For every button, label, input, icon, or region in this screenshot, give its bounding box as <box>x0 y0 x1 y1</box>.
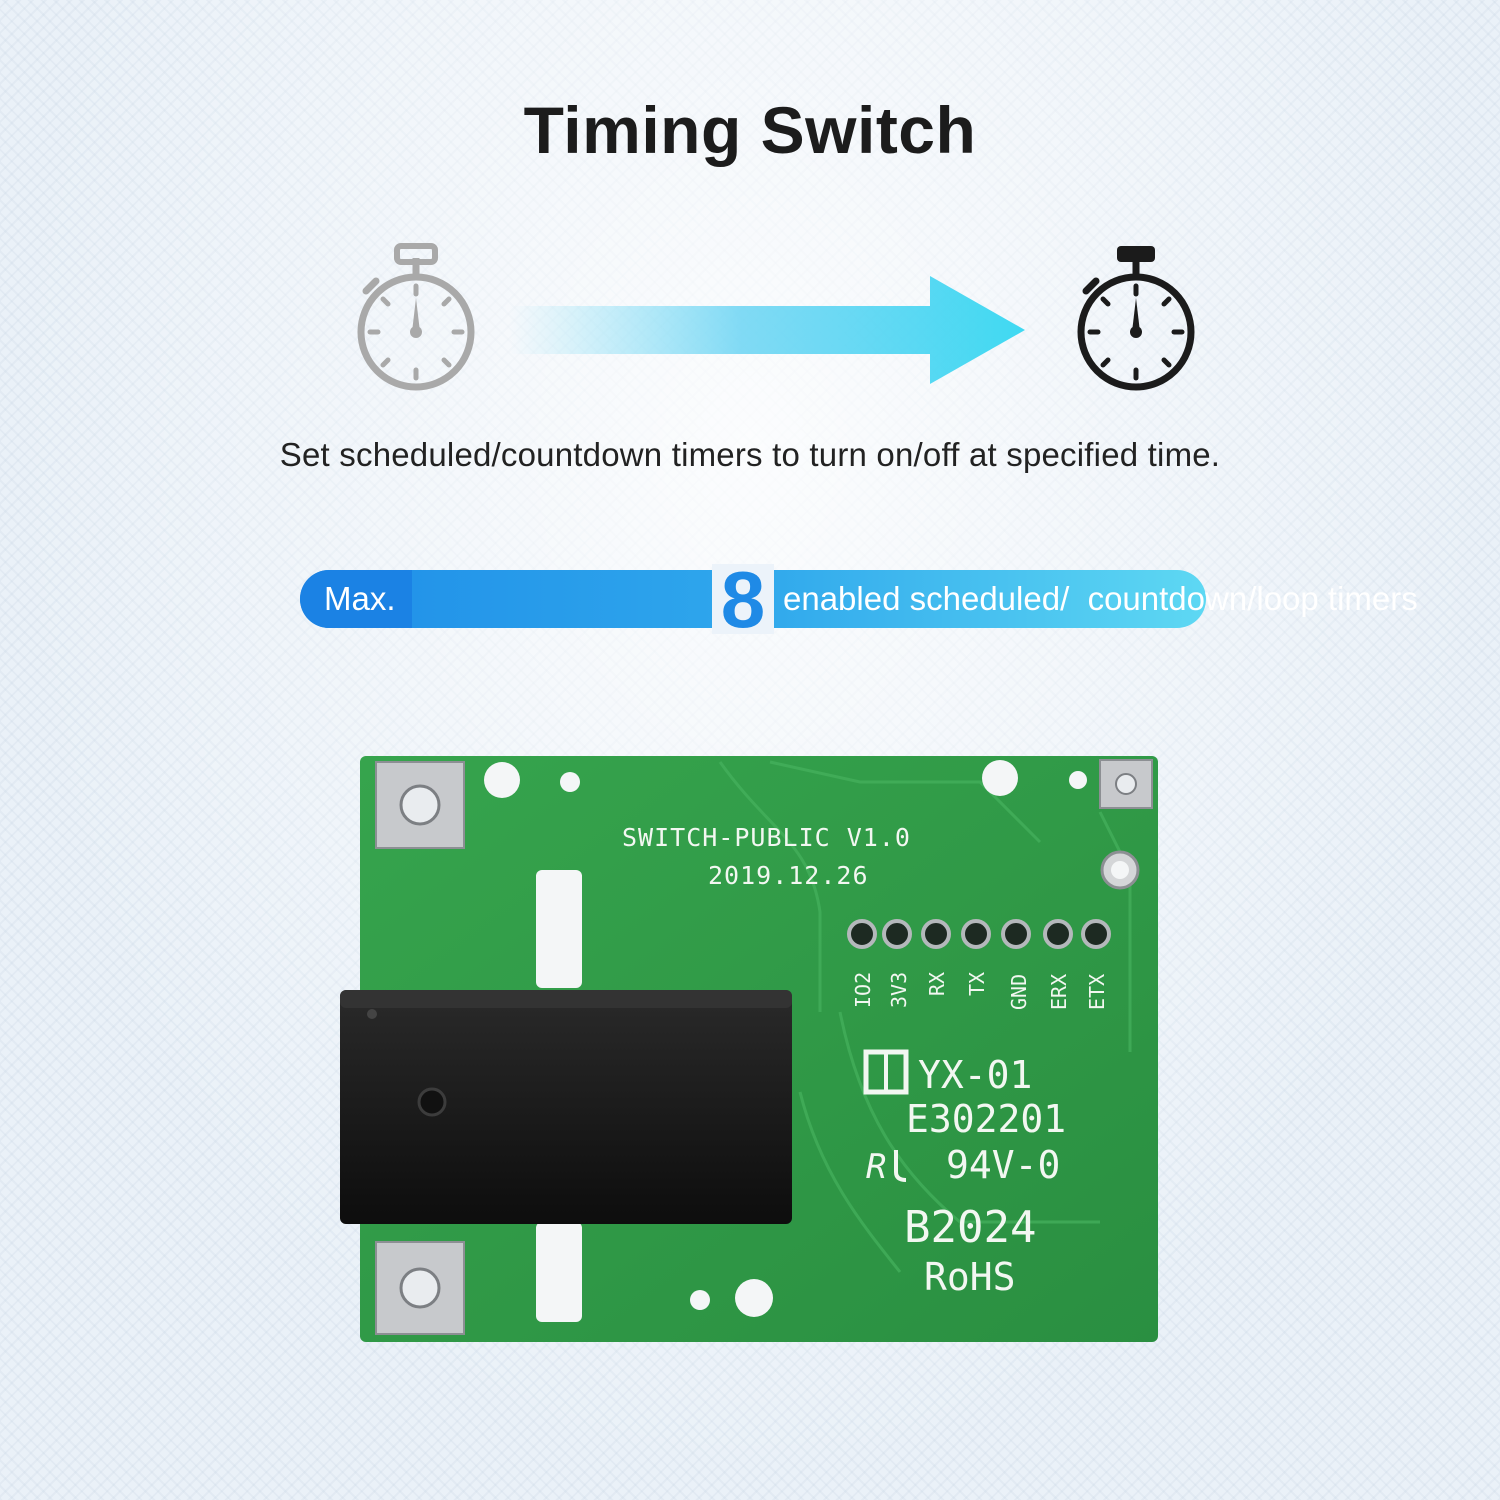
relay-block <box>340 990 792 1224</box>
feature-description: Set scheduled/countdown timers to turn o… <box>279 436 1221 473</box>
timers-badge: Max. 8 enabled scheduled/ countdown/loop… <box>300 560 1418 640</box>
timers-badge-prefix: Max. <box>324 580 396 617</box>
cert-number-text: E302201 <box>906 1097 1066 1141</box>
svg-text:R: R <box>866 1147 886 1187</box>
pin-label-io2: IO2 <box>851 972 875 1008</box>
stopwatch-start-icon <box>357 243 475 391</box>
relay-board-image: SWITCH-PUBLIC V1.0 2019.12.26 IO2 3V3 RX… <box>340 756 1158 1342</box>
part-number-text: YX-01 <box>918 1053 1032 1097</box>
manufacturer-logo <box>863 1049 909 1095</box>
page-title: Timing Switch <box>523 93 977 167</box>
timers-badge-number-gap <box>712 564 774 634</box>
timers-badge-left-segment <box>300 570 412 628</box>
pin-label-gnd: GND <box>1007 974 1031 1010</box>
timers-badge-number: 8 <box>720 555 766 644</box>
pin-label-erx: ERX <box>1047 974 1071 1010</box>
pin-label-tx: TX <box>965 972 989 996</box>
pin-label-3v3: 3V3 <box>887 972 911 1008</box>
timers-badge-suffix: enabled scheduled/ countdown/loop timers <box>783 580 1418 617</box>
stopwatch-end-icon <box>1077 246 1195 391</box>
header-pins <box>847 919 1111 949</box>
flame-rating-text: 94V-0 <box>946 1143 1060 1187</box>
pin-label-rx: RX <box>925 972 949 996</box>
mounting-pads <box>375 759 1153 1335</box>
pin-label-etx: ETX <box>1085 974 1109 1010</box>
board-model-text: SWITCH-PUBLIC V1.0 <box>622 823 911 852</box>
batch-code-text: B2024 <box>904 1202 1036 1253</box>
rohs-text: RoHS <box>924 1255 1016 1299</box>
board-date-text: 2019.12.26 <box>708 861 869 890</box>
arrow-right-icon <box>510 276 1025 384</box>
ul-mark: R <box>866 1147 907 1187</box>
